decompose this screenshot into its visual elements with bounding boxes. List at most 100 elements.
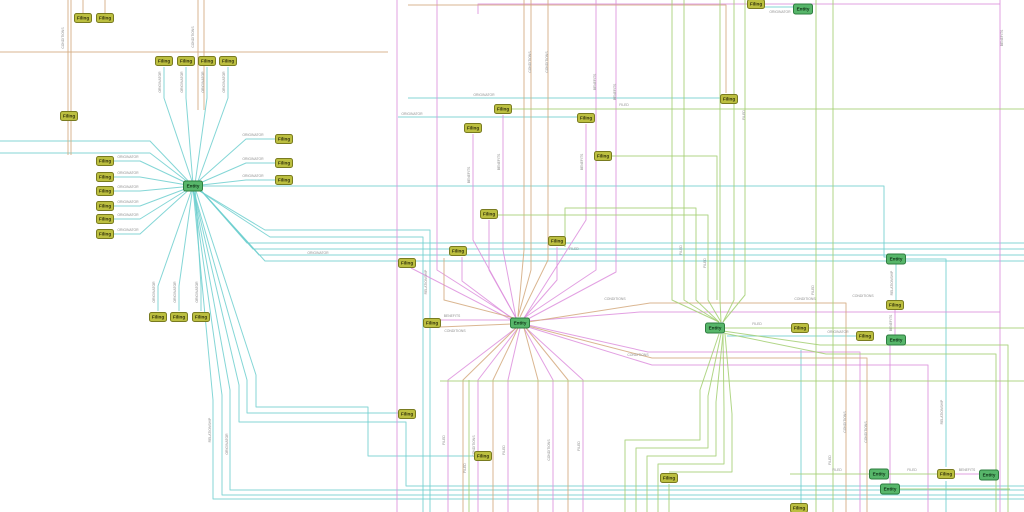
- filing-node-box[interactable]: [96, 229, 114, 239]
- filing-node[interactable]: Filing: [275, 158, 293, 168]
- filing-node-box[interactable]: [96, 186, 114, 196]
- entity-node-box[interactable]: [979, 469, 999, 481]
- filing-node-box[interactable]: [594, 151, 612, 161]
- graph-edge-magenta: [523, 124, 587, 319]
- filing-node[interactable]: Filing: [449, 246, 467, 256]
- filing-node-box[interactable]: [60, 111, 78, 121]
- filing-node[interactable]: Filing: [149, 312, 167, 322]
- filing-node-box[interactable]: [548, 236, 566, 246]
- filing-node-box[interactable]: [480, 209, 498, 219]
- filing-node[interactable]: Filing: [155, 56, 173, 66]
- filing-node-box[interactable]: [577, 113, 595, 123]
- filing-node-box[interactable]: [96, 13, 114, 23]
- filing-node-box[interactable]: [219, 56, 237, 66]
- filing-node-box[interactable]: [96, 201, 114, 211]
- filing-node[interactable]: Filing: [791, 323, 809, 333]
- filing-node[interactable]: Filing: [494, 104, 512, 114]
- filing-node-box[interactable]: [856, 331, 874, 341]
- filing-node-box[interactable]: [937, 469, 955, 479]
- filing-node-box[interactable]: [155, 56, 173, 66]
- entity-node-box[interactable]: [869, 468, 889, 480]
- edge-label: CONDITIONS: [547, 439, 551, 461]
- filing-node-box[interactable]: [149, 312, 167, 322]
- filing-node[interactable]: Filing: [96, 186, 114, 196]
- filing-node-box[interactable]: [398, 409, 416, 419]
- filing-node-box[interactable]: [660, 473, 678, 483]
- filing-node[interactable]: Filing: [474, 451, 492, 461]
- filing-node-box[interactable]: [275, 175, 293, 185]
- filing-node[interactable]: Filing: [96, 156, 114, 166]
- entity-node[interactable]: Entity: [886, 334, 906, 346]
- filing-node[interactable]: Filing: [398, 409, 416, 419]
- filing-node[interactable]: Filing: [660, 473, 678, 483]
- filing-node[interactable]: Filing: [74, 13, 92, 23]
- entity-node[interactable]: Entity: [793, 3, 813, 15]
- filing-node-box[interactable]: [96, 156, 114, 166]
- filing-node[interactable]: Filing: [856, 331, 874, 341]
- entity-node-box[interactable]: [880, 483, 900, 495]
- filing-node-box[interactable]: [449, 246, 467, 256]
- filing-node[interactable]: Filing: [790, 503, 808, 512]
- filing-node-box[interactable]: [96, 214, 114, 224]
- filing-node-box[interactable]: [474, 451, 492, 461]
- entity-node-box[interactable]: [793, 3, 813, 15]
- entity-node[interactable]: Entity: [183, 180, 203, 192]
- filing-node[interactable]: Filing: [886, 300, 904, 310]
- graph-edge-teal: [196, 185, 1024, 256]
- filing-node[interactable]: Filing: [423, 318, 441, 328]
- filing-node[interactable]: Filing: [398, 258, 416, 268]
- filing-node[interactable]: Filing: [548, 236, 566, 246]
- entity-node-box[interactable]: [183, 180, 203, 192]
- filing-node-box[interactable]: [96, 172, 114, 182]
- filing-node-box[interactable]: [275, 158, 293, 168]
- filing-node[interactable]: Filing: [219, 56, 237, 66]
- filing-node-box[interactable]: [170, 312, 188, 322]
- filing-node[interactable]: Filing: [96, 229, 114, 239]
- filing-node[interactable]: Filing: [198, 56, 216, 66]
- filing-node-box[interactable]: [747, 0, 765, 9]
- graph-edge-tan: [408, 4, 727, 93]
- filing-node[interactable]: Filing: [275, 175, 293, 185]
- filing-node[interactable]: Filing: [464, 123, 482, 133]
- entity-node-box[interactable]: [510, 317, 530, 329]
- graph-edge-teal: [192, 138, 276, 187]
- filing-node-box[interactable]: [275, 134, 293, 144]
- filing-node[interactable]: Filing: [96, 172, 114, 182]
- filing-node[interactable]: Filing: [96, 13, 114, 23]
- filing-node-box[interactable]: [74, 13, 92, 23]
- filing-node[interactable]: Filing: [60, 111, 78, 121]
- entity-node[interactable]: Entity: [880, 483, 900, 495]
- filing-node-box[interactable]: [886, 300, 904, 310]
- filing-node-box[interactable]: [423, 318, 441, 328]
- entity-node-box[interactable]: [705, 322, 725, 334]
- filing-node[interactable]: Filing: [192, 312, 210, 322]
- filing-node[interactable]: Filing: [96, 214, 114, 224]
- filing-node-box[interactable]: [720, 94, 738, 104]
- filing-node[interactable]: Filing: [170, 312, 188, 322]
- entity-node-box[interactable]: [886, 253, 906, 265]
- filing-node[interactable]: Filing: [177, 56, 195, 66]
- filing-node[interactable]: Filing: [480, 209, 498, 219]
- filing-node-box[interactable]: [192, 312, 210, 322]
- filing-node[interactable]: Filing: [594, 151, 612, 161]
- entity-node[interactable]: Entity: [886, 253, 906, 265]
- filing-node-box[interactable]: [464, 123, 482, 133]
- filing-node-box[interactable]: [198, 56, 216, 66]
- filing-node-box[interactable]: [791, 323, 809, 333]
- entity-node[interactable]: Entity: [979, 469, 999, 481]
- filing-node[interactable]: Filing: [937, 469, 955, 479]
- filing-node-box[interactable]: [790, 503, 808, 512]
- filing-node[interactable]: Filing: [747, 0, 765, 9]
- filing-node-box[interactable]: [494, 104, 512, 114]
- filing-node-box[interactable]: [177, 56, 195, 66]
- entity-node[interactable]: Entity: [869, 468, 889, 480]
- filing-node[interactable]: Filing: [275, 134, 293, 144]
- entity-node[interactable]: Entity: [705, 322, 725, 334]
- entity-node[interactable]: Entity: [510, 317, 530, 329]
- entity-node-box[interactable]: [886, 334, 906, 346]
- filing-node[interactable]: Filing: [96, 201, 114, 211]
- graph-edge-teal: [192, 179, 276, 187]
- filing-node-box[interactable]: [398, 258, 416, 268]
- filing-node[interactable]: Filing: [577, 113, 595, 123]
- filing-node[interactable]: Filing: [720, 94, 738, 104]
